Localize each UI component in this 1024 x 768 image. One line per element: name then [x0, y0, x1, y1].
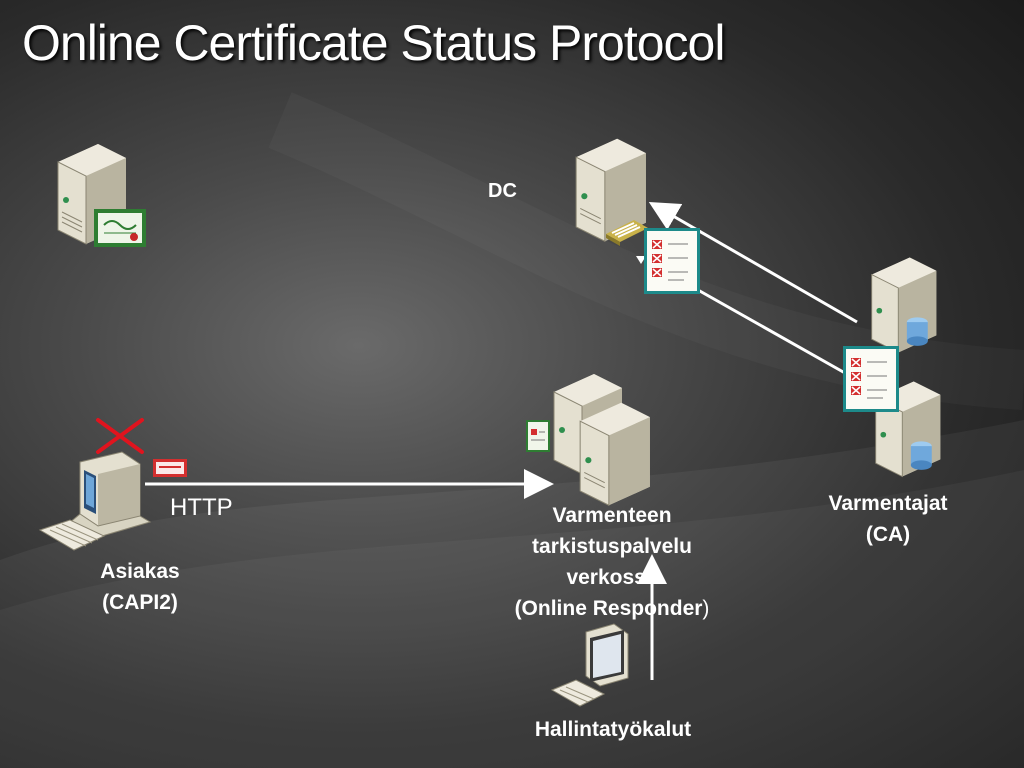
client-certificate-icon: [153, 459, 187, 477]
responder-label-line4-paren: ): [702, 597, 710, 620]
client-label-line2: (CAPI2): [102, 591, 178, 614]
crl-icon: [644, 228, 700, 294]
ca-label-line2: (CA): [865, 523, 911, 546]
slide-title: Online Certificate Status Protocol: [22, 15, 725, 71]
ca-label: Varmentajat (CA): [808, 488, 968, 550]
responder-label-line4: (Online Responder): [482, 593, 742, 624]
responder-server-icon-2: [579, 402, 650, 507]
client-label-line1: Asiakas: [100, 560, 180, 583]
responder-label-line1: Varmenteen: [552, 504, 672, 527]
status-certificate-icon: [526, 420, 550, 452]
certificate-icon: [94, 209, 146, 247]
admin-label: Hallintatyökalut: [534, 718, 692, 741]
responder-label-line2: tarkistuspalvelu: [532, 535, 692, 558]
client-label: Asiakas (CAPI2): [60, 556, 220, 618]
crl-icon-ca: [843, 346, 899, 412]
responder-label-line4-bold: (Online Responder: [514, 597, 703, 620]
ca-label-line1: Varmentajat: [828, 492, 948, 515]
client-computer-icon: [38, 451, 152, 551]
responder-label: Varmenteen tarkistuspalvelu verkossa (On…: [482, 500, 742, 624]
ca-publish-line: [697, 288, 846, 375]
deny-x-icon: [96, 418, 144, 454]
server-icon: [57, 144, 126, 245]
dc-label: DC: [488, 180, 517, 202]
responder-label-line3: verkossa: [566, 566, 658, 589]
ca-server-icon: [871, 257, 937, 354]
http-label: HTTP: [170, 494, 233, 521]
directory-tray-icon: [606, 220, 648, 246]
admin-computer-icon: [550, 623, 629, 707]
dc-server-icon: [575, 138, 646, 243]
